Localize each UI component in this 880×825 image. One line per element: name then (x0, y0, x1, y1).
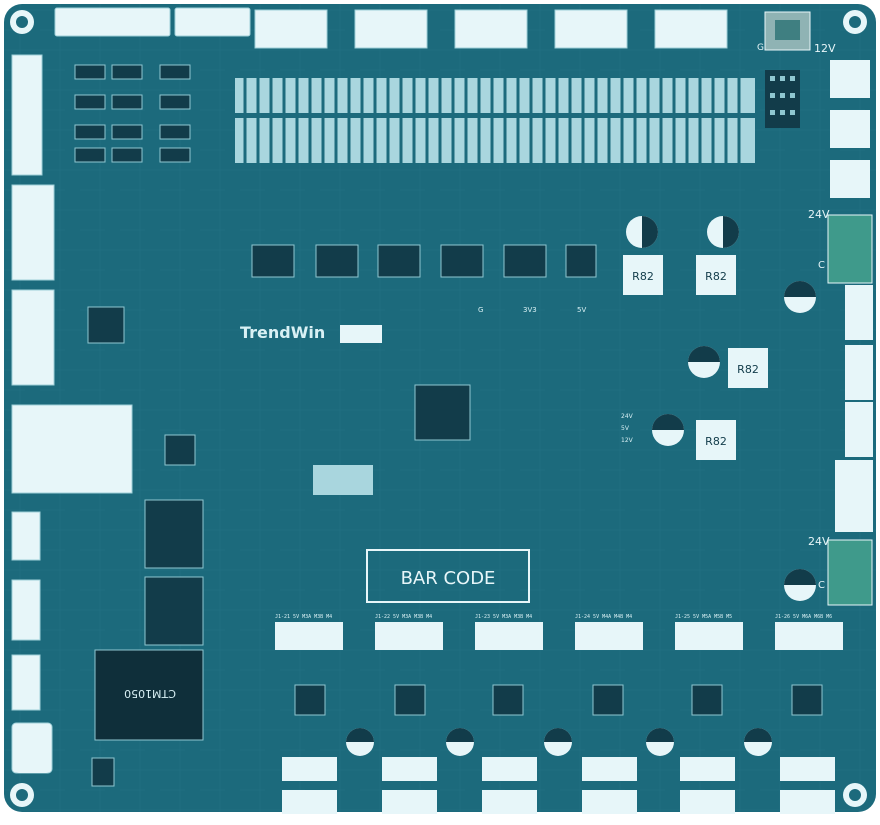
brand-logo: TrendWin (240, 323, 325, 342)
motor-header-label-3: J1-23 5V M3A M3B M4 (475, 614, 532, 620)
capacitors (626, 216, 816, 601)
cpu-module (94, 649, 204, 741)
motor-header-label-5: J1-25 5V M5A M5B M5 (675, 614, 732, 620)
resistor-array (235, 78, 755, 163)
motor-header-label-2: J1-22 5V M3A M3B M4 (375, 614, 432, 620)
label-24v-bottom: 24V (808, 535, 830, 548)
jp-12v: 12V (621, 437, 634, 444)
inductor-label-1: R82 (632, 270, 654, 283)
small-header (340, 325, 382, 343)
jp-5v: 5V (621, 425, 630, 432)
motor-connectors-top (275, 622, 843, 650)
cpu-module-label: CTM1050 (124, 687, 176, 700)
small-ic-left-2 (164, 434, 196, 466)
motor-connectors-bottom (282, 757, 835, 814)
barcode-label: BAR CODE (401, 568, 496, 589)
small-ic-left (87, 306, 125, 344)
power-connector-12v (764, 11, 811, 51)
label-c-mid: C (818, 260, 825, 271)
small-ic-bottom (91, 757, 115, 787)
jp-24v: 24V (621, 413, 634, 420)
barcode-area (366, 549, 530, 603)
motor-capacitors (346, 728, 772, 756)
right-connectors (827, 60, 873, 606)
motor-header-label-4: J1-24 5V M4A M4B M4 (575, 614, 632, 620)
inductor-label-3: R82 (737, 363, 759, 376)
inductor-label-2: R82 (705, 270, 727, 283)
usb-connector (15, 725, 50, 773)
flash-chip-2 (144, 576, 204, 646)
motor-header-label-6: J1-26 5V M6A M6B M6 (775, 614, 832, 620)
tp-3v3: 3V3 (523, 306, 537, 314)
driver-ic-row (251, 244, 597, 278)
inductors (623, 255, 768, 460)
tp-5v: 5V (577, 306, 586, 314)
flash-chip-1 (144, 499, 204, 569)
label-12v: 12V (814, 42, 836, 55)
top-connectors (54, 7, 728, 49)
motor-driver-chips (294, 684, 823, 716)
label-g: G (757, 43, 764, 53)
main-processor (414, 384, 471, 441)
dip-switch (313, 465, 373, 495)
motor-header-label-1: J1-21 5V M3A M3B M4 (275, 614, 332, 620)
transistor-grid (74, 64, 191, 163)
inductor-label-4: R82 (705, 435, 727, 448)
label-c-bottom: C (818, 580, 825, 591)
tp-g: G (478, 306, 483, 314)
label-24v-top: 24V (808, 208, 830, 221)
